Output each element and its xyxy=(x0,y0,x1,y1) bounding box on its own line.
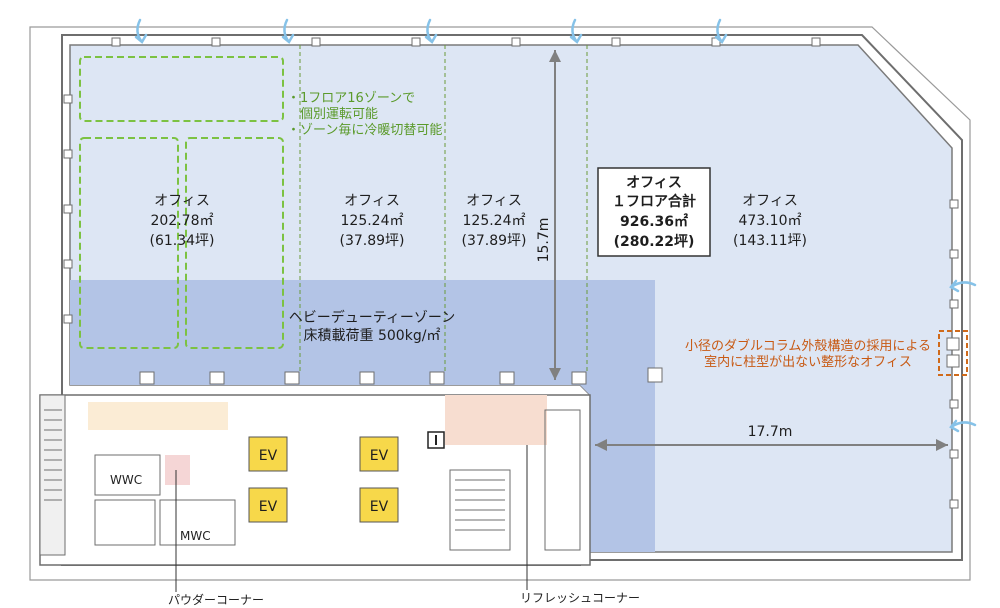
double-column-lower xyxy=(946,354,960,368)
total-title: オフィス xyxy=(626,175,682,191)
refresh-corner-label: リフレッシュコーナー xyxy=(520,591,640,605)
heavy-duty-title: ヘビーデューティーゾーン xyxy=(289,309,455,326)
horizontal-dimension-label: 17.7m xyxy=(748,424,793,440)
womens-restroom-label: WWC xyxy=(110,473,142,487)
zone-dividers xyxy=(299,45,588,372)
office-4-name: オフィス xyxy=(742,193,798,209)
elevator-label-4: EV xyxy=(370,499,389,515)
horizontal-dimension: 17.7m xyxy=(595,424,948,451)
office-1-area: 202.78㎡ xyxy=(151,213,214,229)
powder-corner-label: パウダーコーナー xyxy=(168,592,264,607)
elevator-1 xyxy=(248,436,288,472)
elevator-4 xyxy=(359,487,399,523)
mens-restroom-label: MWC xyxy=(180,529,211,543)
elevator-label-2: EV xyxy=(259,499,278,515)
office-4-label: オフィス 473.10㎡ (143.11坪) xyxy=(733,193,807,249)
hvac-zones xyxy=(79,56,284,349)
office-2-name: オフィス xyxy=(344,193,400,209)
total-area: 926.36㎡ xyxy=(620,213,688,230)
elevator-3 xyxy=(359,436,399,472)
vertical-dimension-label: 15.7m xyxy=(536,218,552,263)
office-2-tsubo: (37.89坪) xyxy=(339,233,404,249)
office-3-tsubo: (37.89坪) xyxy=(461,233,526,249)
office-1-tsubo: (61.34坪) xyxy=(149,233,214,249)
site-boundary xyxy=(29,26,971,581)
elevator-2 xyxy=(248,487,288,523)
office-3-area: 125.24㎡ xyxy=(463,213,526,229)
office-4-area: 473.10㎡ xyxy=(739,213,802,229)
office-1-name: オフィス xyxy=(154,193,210,209)
elevator-label-1: EV xyxy=(259,448,278,464)
double-column-upper xyxy=(946,337,960,351)
office-3-name: オフィス xyxy=(466,193,522,209)
zone-note-line3: ・ゾーン毎に冷暖切替可能 xyxy=(287,122,442,138)
office-2-area: 125.24㎡ xyxy=(341,213,404,229)
core-area xyxy=(39,394,591,566)
total-subtitle: １フロア合計 xyxy=(612,193,696,210)
office-2-label: オフィス 125.24㎡ (37.89坪) xyxy=(339,193,404,249)
zone-note-line1: ・1フロア16ゾーンで xyxy=(287,91,415,106)
airflow-arrows xyxy=(134,18,977,433)
elevator-label-3: EV xyxy=(370,448,389,464)
elevators: EV EV EV EV xyxy=(248,436,399,523)
double-column-highlight xyxy=(938,330,968,376)
heavy-duty-load: 床積載荷重 500kg/㎡ xyxy=(304,328,441,344)
column-note-line2: 室内に柱型が出ない整形なオフィス xyxy=(704,354,912,370)
floor-total-box: オフィス １フロア合計 926.36㎡ (280.22坪) xyxy=(597,167,711,257)
office-3-label: オフィス 125.24㎡ (37.89坪) xyxy=(461,193,526,249)
perimeter-columns xyxy=(63,37,959,509)
column-note-line1: 小径のダブルコラム外殻構造の採用による xyxy=(685,338,931,354)
office-4-tsubo: (143.11坪) xyxy=(733,233,807,249)
office-1-label: オフィス 202.78㎡ (61.34坪) xyxy=(149,193,214,249)
zone-note-line2: 個別運転可能 xyxy=(287,107,378,122)
total-tsubo: (280.22坪) xyxy=(614,234,695,250)
vertical-dimension: 15.7m xyxy=(536,50,561,380)
